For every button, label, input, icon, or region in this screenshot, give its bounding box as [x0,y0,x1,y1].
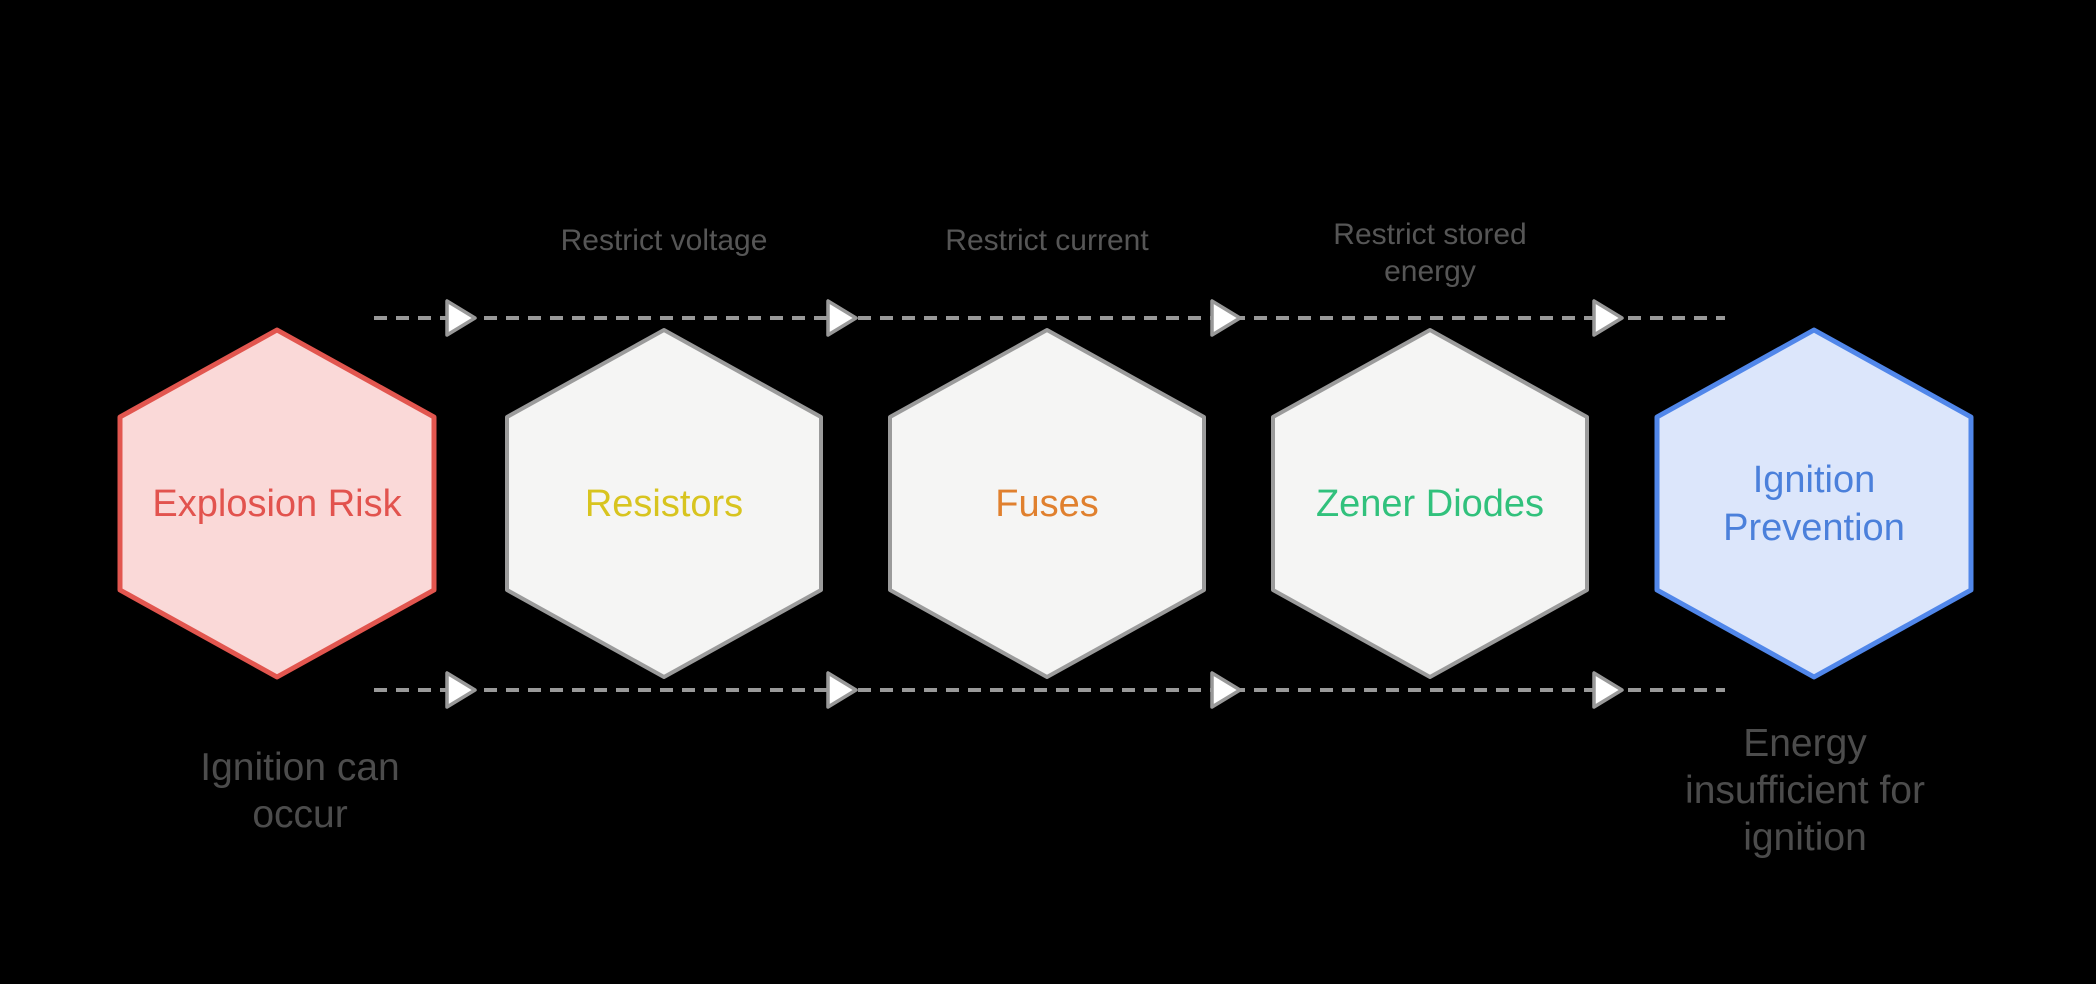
node-label-line: Fuses [995,482,1099,525]
annotation-line: Energy [1743,722,1867,765]
edge-label-line: energy [1384,255,1476,288]
arrowhead-icon [445,299,477,337]
node-label-line: Prevention [1723,506,1905,549]
arrowhead-icon [445,671,477,709]
node-hexagon-ignition-prevention[interactable] [1654,327,1974,680]
node-hexagon-resistors[interactable] [505,328,823,679]
node-label-explosion-risk: Explosion Risk [120,330,434,677]
annotation-line: ignition [1743,816,1867,859]
node-label-zener-diodes: Zener Diodes [1273,330,1587,677]
node-label-line: Zener Diodes [1315,482,1545,525]
edge-label-restrict-current: Restrict current [867,222,1227,259]
node-label-line: Resistors [584,482,744,525]
arrowhead-icon [1592,671,1624,709]
annotation-energy-insufficient: Energy insufficient for ignition [1605,720,2005,861]
arrowhead-icon [1592,299,1624,337]
node-label-resistors: Resistors [507,330,821,677]
annotation-ignition-can-occur: Ignition can occur [100,744,500,838]
edge-label-restrict-stored-energy: Restrict stored energy [1250,216,1610,290]
edge-label-line: Restrict voltage [560,224,768,257]
edge-label-restrict-voltage: Restrict voltage [484,222,844,259]
arrowhead-icon [826,671,858,709]
edge-label-line: Restrict stored [1333,218,1527,251]
node-hexagon-explosion-risk[interactable] [117,327,437,680]
node-hexagon-zener-diodes[interactable] [1271,328,1589,679]
node-hexagon-fuses[interactable] [888,328,1206,679]
node-label-fuses: Fuses [890,330,1204,677]
annotation-line: insufficient for [1685,769,1925,812]
node-label-line: Ignition [1752,458,1876,501]
arrowhead-icon [1210,671,1242,709]
annotation-line: Ignition can [200,746,400,789]
arrowhead-icon [826,299,858,337]
edge-label-line: Restrict current [945,224,1149,257]
annotation-line: occur [252,793,348,836]
node-label-line: Explosion Risk [152,482,402,525]
arrowhead-icon [1210,299,1242,337]
node-label-ignition-prevention: Ignition Prevention [1657,330,1971,677]
